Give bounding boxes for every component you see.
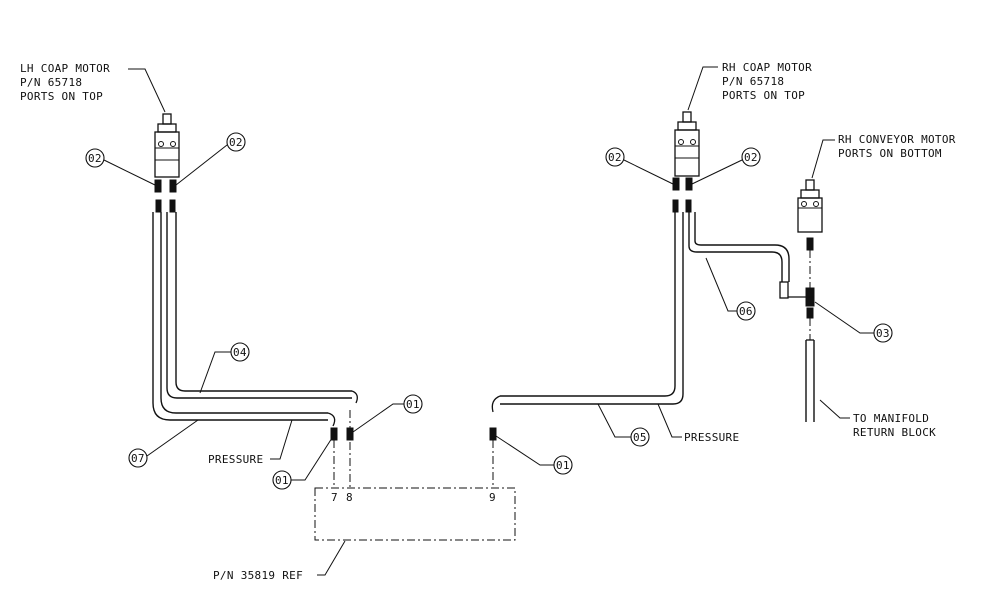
hose-04 bbox=[166, 212, 358, 404]
hose-06 bbox=[688, 212, 808, 299]
manifold-block: 7 8 9 bbox=[314, 487, 516, 541]
hose-07 bbox=[152, 212, 336, 427]
balloon-label: 02 bbox=[744, 151, 758, 164]
pressure-right-label: PRESSURE bbox=[684, 431, 739, 444]
rh-motor-label-line1: RH COAP MOTOR bbox=[722, 61, 812, 74]
balloon-label: 01 bbox=[275, 474, 289, 487]
balloon-04: 04 bbox=[199, 342, 250, 394]
tee-fitting bbox=[805, 287, 815, 340]
balloon-label: 06 bbox=[739, 305, 753, 318]
pressure-right-callout: PRESSURE bbox=[657, 403, 739, 444]
balloon-02-rh-right: 02 bbox=[691, 147, 761, 185]
balloon-label: 04 bbox=[233, 346, 247, 359]
port-9: 9 bbox=[489, 491, 496, 504]
rh-motor-label-line3: PORTS ON TOP bbox=[722, 89, 805, 102]
balloon-label: 02 bbox=[229, 136, 243, 149]
balloon-01-lower: 01 bbox=[272, 437, 333, 490]
rh-conveyor-callout: RH CONVEYOR MOTOR PORTS ON BOTTOM bbox=[811, 133, 956, 179]
lh-motor-label-line3: PORTS ON TOP bbox=[20, 90, 103, 103]
lh-motor-label-line1: LH COAP MOTOR bbox=[20, 62, 110, 75]
rh-fittings bbox=[672, 177, 693, 213]
balloon-label: 02 bbox=[608, 151, 622, 164]
port-8: 8 bbox=[346, 491, 353, 504]
pressure-left-callout: PRESSURE bbox=[208, 419, 293, 466]
return-hose bbox=[805, 339, 815, 422]
rh-coap-motor bbox=[674, 111, 700, 177]
balloon-02-lh-right: 02 bbox=[175, 132, 246, 186]
manifold-ref-callout: P/N 35819 REF bbox=[213, 540, 346, 582]
to-manifold-label-line1: TO MANIFOLD bbox=[853, 412, 929, 425]
balloon-07: 07 bbox=[128, 419, 199, 468]
balloon-label: 05 bbox=[633, 431, 647, 444]
lh-motor-callout: LH COAP MOTOR P/N 65718 PORTS ON TOP bbox=[20, 62, 166, 113]
rh-motor-callout: RH COAP MOTOR P/N 65718 PORTS ON TOP bbox=[687, 61, 812, 111]
lh-motor-label-line2: P/N 65718 bbox=[20, 76, 82, 89]
balloon-label: 01 bbox=[406, 398, 420, 411]
lh-fittings bbox=[154, 179, 177, 213]
port-7: 7 bbox=[331, 491, 338, 504]
to-manifold-label-line2: RETURN BLOCK bbox=[853, 426, 936, 439]
rh-motor-label-line2: P/N 65718 bbox=[722, 75, 784, 88]
balloon-label: 07 bbox=[131, 452, 145, 465]
pressure-left-label: PRESSURE bbox=[208, 453, 263, 466]
hose-05 bbox=[500, 212, 684, 405]
balloon-02-rh-left: 02 bbox=[605, 147, 674, 185]
balloon-02-lh-left: 02 bbox=[85, 148, 156, 186]
balloon-label: 01 bbox=[556, 459, 570, 472]
port-9-fitting bbox=[489, 395, 501, 488]
to-manifold-callout: TO MANIFOLD RETURN BLOCK bbox=[819, 399, 936, 439]
balloon-label: 02 bbox=[88, 152, 102, 165]
manifold-ref-label: P/N 35819 REF bbox=[213, 569, 303, 582]
balloon-03: 03 bbox=[814, 301, 893, 343]
lh-coap-motor bbox=[154, 113, 180, 178]
balloon-01-upper: 01 bbox=[352, 394, 423, 433]
balloon-06: 06 bbox=[705, 257, 756, 321]
balloon-label: 03 bbox=[876, 327, 890, 340]
balloon-05: 05 bbox=[597, 403, 650, 447]
rh-conveyor-label-line2: PORTS ON BOTTOM bbox=[838, 147, 942, 160]
rh-conveyor-label-line1: RH CONVEYOR MOTOR bbox=[838, 133, 956, 146]
balloon-01-right: 01 bbox=[495, 435, 573, 475]
lh-lower-fittings bbox=[330, 410, 354, 488]
rh-conveyor-motor bbox=[797, 179, 823, 288]
